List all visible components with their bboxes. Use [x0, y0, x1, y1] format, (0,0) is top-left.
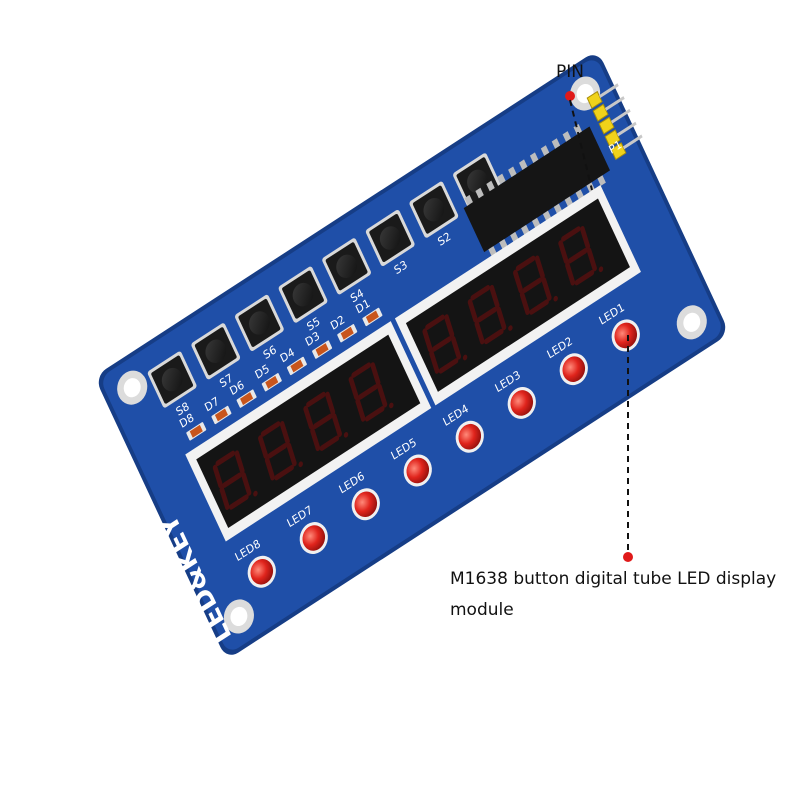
- led: LED2: [545, 334, 588, 386]
- led: LED5: [389, 436, 432, 487]
- button-label: S8: [174, 399, 191, 418]
- tactile-button: S6: [235, 294, 284, 362]
- display-module: [185, 321, 432, 542]
- display-digit: [558, 226, 604, 286]
- display-digit: [303, 391, 349, 452]
- product-caption: M1638 button digital tube LED display mo…: [450, 564, 790, 626]
- caption-line-1: M1638 button digital tube LED display: [450, 569, 777, 589]
- button-label: S4: [348, 286, 365, 305]
- seven-segment-display: [185, 184, 641, 542]
- display-digit: [212, 450, 258, 510]
- tactile-button-row: S8S7S6S5S4S3S2S1: [147, 153, 502, 419]
- header-pin: [610, 134, 643, 161]
- display-digit: [258, 421, 303, 481]
- display-digit: [513, 255, 558, 315]
- display-digit: [467, 284, 513, 345]
- header-pin: [586, 83, 619, 109]
- pin-label: PIN: [556, 62, 584, 82]
- tactile-button: S4: [322, 238, 371, 306]
- tactile-button: S8: [147, 351, 197, 419]
- pin-leader-line: [569, 99, 593, 191]
- caption-line-2: module: [450, 600, 514, 620]
- tactile-button: S2: [409, 181, 459, 249]
- button-label: S2: [436, 230, 453, 249]
- tactile-button: S3: [365, 209, 415, 277]
- header-pin: [598, 108, 631, 135]
- led: LED6: [337, 469, 380, 521]
- tactile-button: S7: [191, 323, 241, 391]
- button-label: S6: [261, 343, 278, 362]
- mounting-holes: [117, 76, 707, 634]
- header-label: P1: [607, 138, 624, 157]
- tactile-button: S5: [278, 266, 328, 334]
- display-digit: [348, 362, 394, 422]
- button-label: S3: [392, 258, 409, 277]
- diode: D3: [303, 329, 333, 359]
- pin-header: [586, 83, 643, 161]
- pin-annotation: [565, 91, 593, 191]
- header-pin: [592, 96, 625, 122]
- led: LED1: [597, 300, 640, 352]
- pin-marker-dot: [565, 91, 575, 101]
- header-pin: [604, 121, 637, 148]
- button-label: S5: [305, 314, 322, 333]
- button-label: S7: [218, 371, 235, 390]
- display-module: [394, 184, 641, 406]
- module-marker-dot: [623, 552, 633, 562]
- module-annotation: [623, 335, 633, 562]
- display-digit: [422, 314, 468, 374]
